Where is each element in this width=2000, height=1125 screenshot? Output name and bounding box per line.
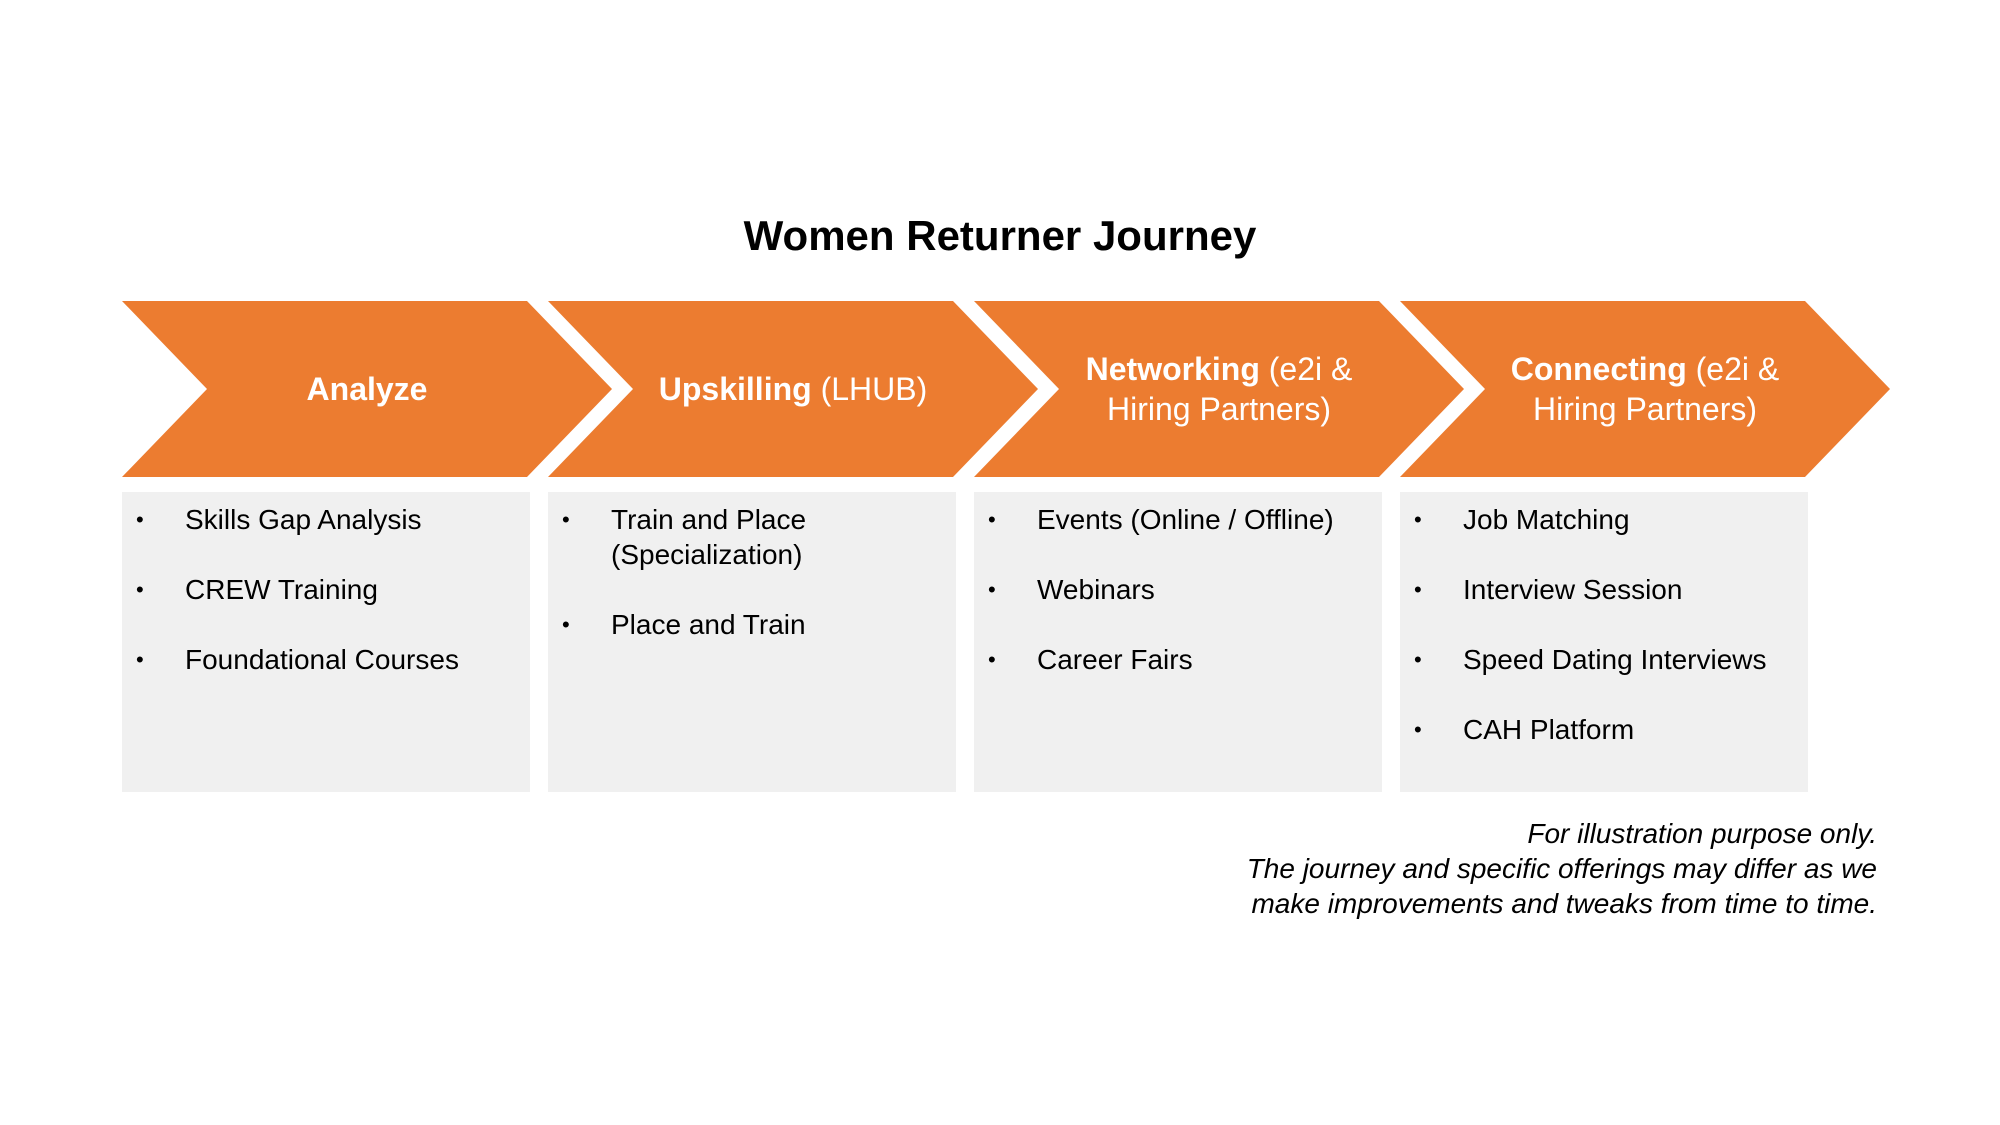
list-item: •Skills Gap Analysis <box>136 504 422 535</box>
stage-label: Analyze <box>207 301 527 477</box>
footnote-line: The journey and specific offerings may d… <box>1246 853 1877 884</box>
networking-details-box: •Events (Online / Offline) •Webinars •Ca… <box>974 492 1382 792</box>
list-item: •Train and Place (Specialization) <box>562 504 807 570</box>
stage-subtitle: (e2i & Hiring Partners) <box>1106 351 1353 427</box>
connecting-details-box: •Job Matching •Interview Session •Speed … <box>1400 492 1808 792</box>
stage-subtitle: (LHUB) <box>811 371 928 407</box>
chevron-shape <box>548 301 1038 477</box>
stage-connecting-chevron: Connecting (e2i & Hiring Partners) <box>1400 301 1890 477</box>
stage-title: Analyze <box>306 371 428 407</box>
bullet-icon: • <box>988 577 996 602</box>
bullet-icon: • <box>136 577 144 602</box>
list-item: •Place and Train <box>562 609 806 640</box>
list-item: •Interview Session <box>1414 574 1683 605</box>
list-item: •CAH Platform <box>1414 714 1635 745</box>
stage-subtitle: (e2i & Hiring Partners) <box>1532 351 1780 427</box>
stage-upskilling-chevron: Upskilling (LHUB) <box>548 301 1038 477</box>
upskilling-details-box: •Train and Place (Specialization) •Place… <box>548 492 956 792</box>
footnote-line: For illustration purpose only. <box>1527 818 1877 849</box>
bullet-list: •Skills Gap Analysis •CREW Training •Fou… <box>136 502 520 712</box>
stage-title: Connecting <box>1510 351 1687 387</box>
bullet-list: •Train and Place (Specialization) •Place… <box>562 502 946 677</box>
analyze-details-box: •Skills Gap Analysis •CREW Training •Fou… <box>122 492 530 792</box>
chevron-shape <box>974 301 1464 477</box>
chevron-shape <box>122 301 612 477</box>
bullet-icon: • <box>562 612 570 637</box>
bullet-list: •Events (Online / Offline) •Webinars •Ca… <box>988 502 1372 712</box>
list-item: •Foundational Courses <box>136 644 459 675</box>
list-item: •Job Matching <box>1414 504 1630 535</box>
stage-title: Networking <box>1085 351 1260 387</box>
bullet-icon: • <box>988 647 996 672</box>
stage-label: Connecting (e2i & Hiring Partners) <box>1495 301 1795 477</box>
chevron-shape <box>1400 301 1890 477</box>
bullet-icon: • <box>1414 717 1422 742</box>
bullet-icon: • <box>1414 577 1422 602</box>
stage-label: Upskilling (LHUB) <box>633 301 953 477</box>
stage-title: Upskilling <box>658 371 812 407</box>
list-item: •Events (Online / Offline) <box>988 504 1334 535</box>
bullet-icon: • <box>562 507 570 532</box>
stage-label: Networking (e2i & Hiring Partners) <box>1069 301 1369 477</box>
page-title: Women Returner Journey <box>743 212 1257 259</box>
list-item: •Webinars <box>988 574 1155 605</box>
bullet-list: •Job Matching •Interview Session •Speed … <box>1414 502 1798 782</box>
disclaimer-footnote: For illustration purpose only. The journ… <box>1117 816 1877 921</box>
list-item: •Career Fairs <box>988 644 1193 675</box>
stage-networking-chevron: Networking (e2i & Hiring Partners) <box>974 301 1464 477</box>
footnote-line: make improvements and tweaks from time t… <box>1251 888 1877 919</box>
bullet-icon: • <box>988 507 996 532</box>
stage-analyze-chevron: Analyze <box>122 301 612 477</box>
bullet-icon: • <box>1414 647 1422 672</box>
list-item: •CREW Training <box>136 574 378 605</box>
bullet-icon: • <box>1414 507 1422 532</box>
bullet-icon: • <box>136 647 144 672</box>
list-item: •Speed Dating Interviews <box>1414 644 1767 675</box>
bullet-icon: • <box>136 507 144 532</box>
